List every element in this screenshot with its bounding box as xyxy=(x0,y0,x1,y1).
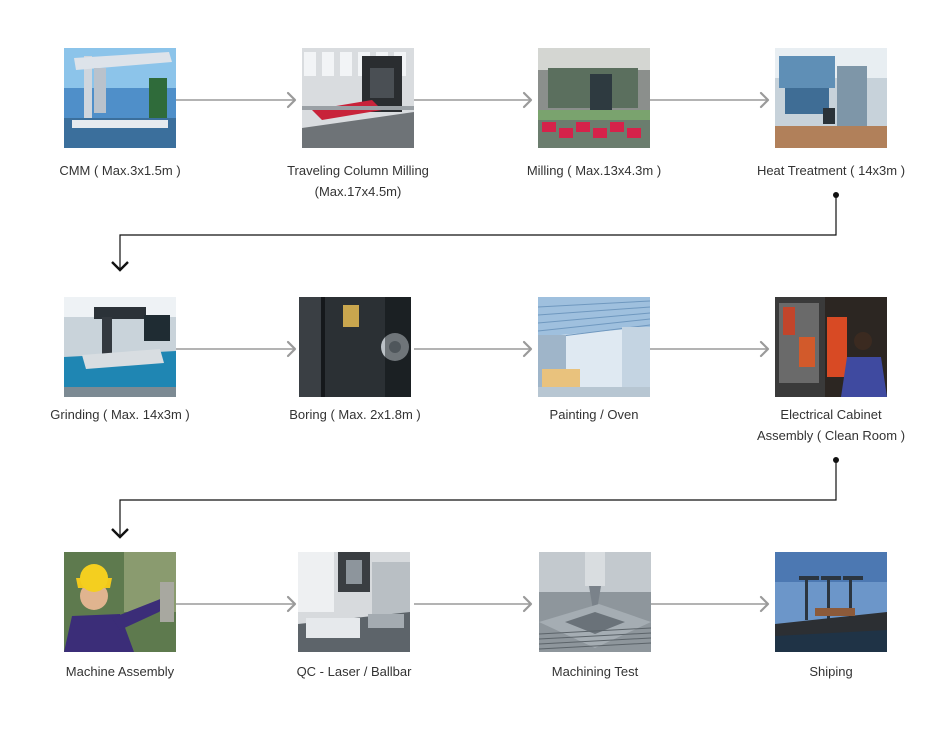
process-step xyxy=(538,297,650,397)
process-step xyxy=(775,48,887,148)
electrical-cabinet-photo xyxy=(775,297,887,397)
step-label: Painting / Oven xyxy=(494,404,694,425)
process-step xyxy=(775,297,887,397)
process-step xyxy=(539,552,651,652)
process-step xyxy=(538,48,650,148)
step-label-line: Assembly ( Clean Room ) xyxy=(756,428,906,443)
step-label-line: Electrical Cabinet xyxy=(780,407,882,422)
row-return-line xyxy=(111,457,839,539)
process-step xyxy=(302,48,414,148)
qc-laser-ballbar-photo xyxy=(298,552,410,652)
step-label: CMM ( Max.3x1.5m ) xyxy=(20,160,220,181)
boring-photo xyxy=(299,297,411,397)
connector-arrow xyxy=(176,595,297,613)
step-label: QC - Laser / Ballbar xyxy=(254,661,454,682)
cmm-photo xyxy=(64,48,176,148)
step-label-line: CMM ( Max.3x1.5m ) xyxy=(59,163,181,178)
step-label-line: Grinding ( Max. 14x3m ) xyxy=(50,407,190,422)
step-label-line: (Max.17x4.5m) xyxy=(314,184,402,199)
connector-arrow xyxy=(176,340,297,358)
connector-arrow xyxy=(650,595,770,613)
grinding-photo xyxy=(64,297,176,397)
process-step xyxy=(775,552,887,652)
step-label-line: Milling ( Max.13x4.3m ) xyxy=(526,163,662,178)
step-label-line: Heat Treatment ( 14x3m ) xyxy=(756,163,906,178)
process-step xyxy=(64,48,176,148)
process-step xyxy=(299,297,411,397)
milling-photo xyxy=(538,48,650,148)
step-label: Boring ( Max. 2x1.8m ) xyxy=(255,404,455,425)
painting-oven-photo xyxy=(538,297,650,397)
step-label: Machine Assembly xyxy=(20,661,220,682)
step-label-line: Machining Test xyxy=(551,664,639,679)
step-label: Milling ( Max.13x4.3m ) xyxy=(494,160,694,181)
step-label: Machining Test xyxy=(495,661,695,682)
step-label: Traveling Column Milling (Max.17x4.5m) xyxy=(258,160,458,202)
step-label-line: Traveling Column Milling xyxy=(287,163,429,178)
step-label-line: QC - Laser / Ballbar xyxy=(296,664,412,679)
step-label-line: Painting / Oven xyxy=(549,407,639,422)
connector-arrow xyxy=(650,340,770,358)
step-label-line: Machine Assembly xyxy=(65,664,175,679)
row-return-line xyxy=(111,192,839,272)
connector-arrow xyxy=(176,91,297,109)
connector-arrow xyxy=(650,91,770,109)
machine-assembly-photo xyxy=(64,552,176,652)
connector-arrow xyxy=(414,340,533,358)
connector-arrow xyxy=(414,91,533,109)
process-step xyxy=(298,552,410,652)
machining-test-photo xyxy=(539,552,651,652)
traveling-column-milling-photo xyxy=(302,48,414,148)
connector-arrow xyxy=(414,595,533,613)
step-label: Shiping xyxy=(731,661,931,682)
step-label-line: Boring ( Max. 2x1.8m ) xyxy=(289,407,421,422)
step-label: Heat Treatment ( 14x3m ) xyxy=(731,160,931,181)
step-label: Grinding ( Max. 14x3m ) xyxy=(20,404,220,425)
step-label-line: Shiping xyxy=(809,664,853,679)
process-step xyxy=(64,297,176,397)
heat-treatment-photo xyxy=(775,48,887,148)
process-step xyxy=(64,552,176,652)
shipping-photo xyxy=(775,552,887,652)
